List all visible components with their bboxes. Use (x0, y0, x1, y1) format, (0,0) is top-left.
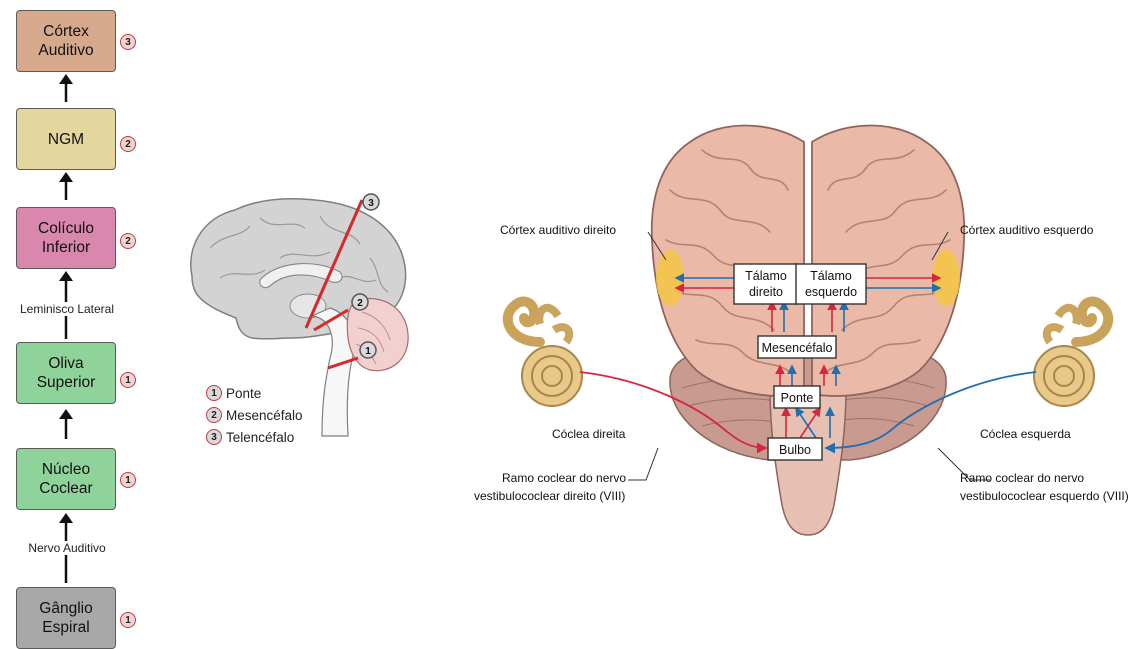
label-ramo-direito-2: vestibulococlear direito (VIII) (474, 489, 625, 503)
marker-3: 3 (363, 194, 379, 210)
mesencefalo-box: Mesencéfalo (758, 336, 836, 358)
node-ganglio-espiral: Gânglio Espiral (16, 587, 116, 649)
level-badge: 3 (120, 34, 136, 50)
label-coclea-esquerda: Cóclea esquerda (980, 427, 1071, 441)
right-cochlea (508, 301, 582, 406)
node-nucleo-coclear: Núcleo Coclear (16, 448, 116, 510)
edge-label-lemnisco: Leminisco Lateral (0, 302, 134, 316)
svg-text:Mesencéfalo: Mesencéfalo (762, 341, 833, 355)
auditory-pathway-brain-illustration: Tálamo direito Tálamo esquerdo Mesencéfa… (470, 110, 1147, 540)
legend-number: 2 (206, 407, 222, 423)
svg-text:3: 3 (368, 198, 374, 209)
ponte-box: Ponte (774, 386, 820, 408)
legend-number: 3 (206, 429, 222, 445)
label-coclea-direita: Cóclea direita (552, 427, 626, 441)
up-arrow (57, 409, 75, 441)
label-cortex-direito: Córtex auditivo direito (500, 223, 616, 237)
node-coliculo-inferior: Colículo Inferior (16, 207, 116, 269)
bulbo-box: Bulbo (768, 438, 822, 460)
left-cochlea (1034, 301, 1108, 406)
up-arrow (57, 74, 75, 104)
label-ramo-esquerdo-2: vestibulococlear esquerdo (VIII) (960, 489, 1129, 503)
label-ramo-esquerdo-1: Ramo coclear do nervo (960, 471, 1084, 485)
svg-text:2: 2 (357, 298, 363, 309)
auditory-pathway-flowchart: Córtex Auditivo 3 NGM 2 Colículo Inferio… (0, 0, 150, 648)
node-oliva-superior: Oliva Superior (16, 342, 116, 404)
up-arrow (57, 172, 75, 202)
legend-number: 1 (206, 385, 222, 401)
legend-item: 2 Mesencéfalo (206, 404, 303, 426)
level-badge: 2 (120, 136, 136, 152)
level-badge: 1 (120, 472, 136, 488)
svg-text:Bulbo: Bulbo (779, 443, 811, 457)
edge-label-nervo: Nervo Auditivo (0, 541, 134, 555)
svg-text:Ponte: Ponte (781, 391, 814, 405)
level-badge: 1 (120, 372, 136, 388)
svg-text:1: 1 (365, 346, 371, 357)
label-ramo-direito-1: Ramo coclear do nervo (502, 471, 626, 485)
sagittal-legend: 1 Ponte 2 Mesencéfalo 3 Telencéfalo (206, 382, 303, 448)
level-badge: 2 (120, 233, 136, 249)
svg-text:Tálamo: Tálamo (810, 269, 852, 283)
node-ngm: NGM (16, 108, 116, 170)
label-cortex-esquerdo: Córtex auditivo esquerdo (960, 223, 1094, 237)
legend-item: 3 Telencéfalo (206, 426, 303, 448)
node-cortex-auditivo: Córtex Auditivo (16, 10, 116, 72)
legend-item: 1 Ponte (206, 382, 303, 404)
legend-label: Ponte (226, 386, 261, 401)
legend-label: Mesencéfalo (226, 408, 303, 423)
marker-1: 1 (360, 342, 376, 358)
marker-2: 2 (352, 294, 368, 310)
svg-text:direito: direito (749, 285, 783, 299)
level-badge: 1 (120, 612, 136, 628)
talamo-esquerdo-box: Tálamo esquerdo (796, 264, 866, 304)
brainstem (770, 390, 846, 535)
legend-label: Telencéfalo (226, 430, 294, 445)
svg-text:Tálamo: Tálamo (745, 269, 787, 283)
talamo-direito-box: Tálamo direito (734, 264, 798, 304)
svg-text:esquerdo: esquerdo (805, 285, 857, 299)
